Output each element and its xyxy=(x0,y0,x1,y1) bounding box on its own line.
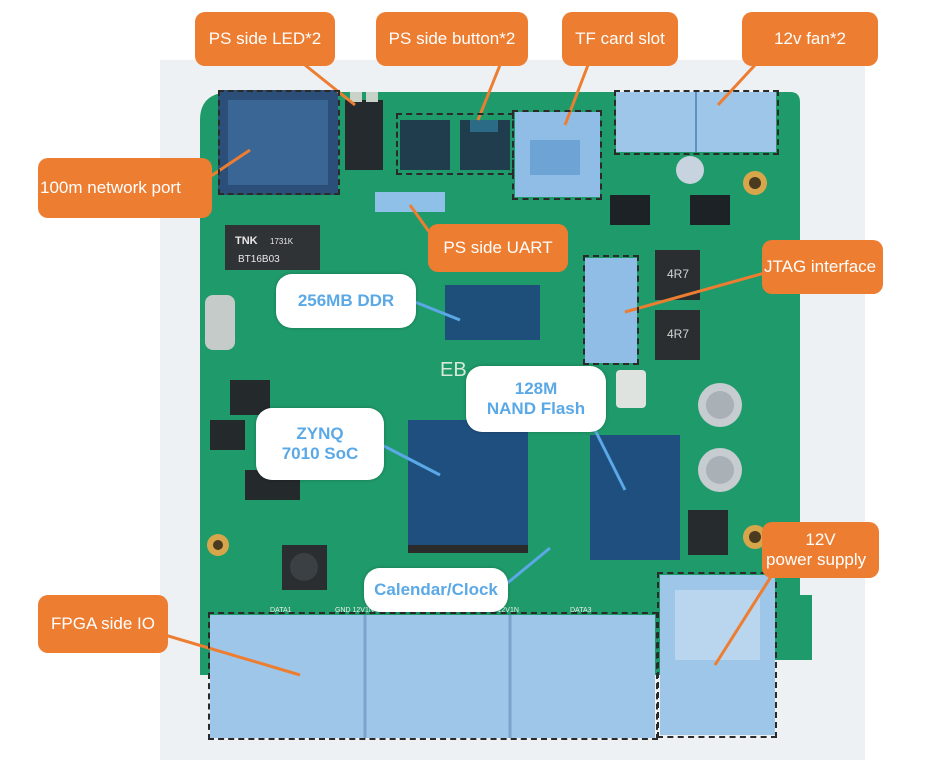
callout-label: PS side UART xyxy=(443,238,553,257)
dashbox-jtag xyxy=(583,255,639,365)
regulator xyxy=(610,195,650,225)
nand-flash-chip xyxy=(590,435,680,560)
header-label: GND 12V1N xyxy=(480,607,519,614)
header-label: GND 12V1N xyxy=(335,607,374,614)
callout-network: 100m network port xyxy=(38,158,212,218)
callout-nand: 128M NAND Flash xyxy=(466,366,606,432)
dashbox-tf-card xyxy=(512,110,602,200)
regulator xyxy=(690,195,730,225)
callout-label-line2: power supply xyxy=(766,550,867,569)
pointer-lines xyxy=(164,63,774,677)
callout-label-line2: NAND Flash xyxy=(486,399,586,418)
dashbox-power xyxy=(657,572,777,738)
inductor-label: 4R7 xyxy=(667,267,689,281)
callout-uart: PS side UART xyxy=(428,224,568,272)
callout-label: JTAG interface xyxy=(764,257,877,276)
fpga-io-headers xyxy=(210,615,655,738)
callout-power: 12V power supply xyxy=(762,522,879,578)
header-label: DATA3 xyxy=(570,607,592,614)
dashbox-ethernet xyxy=(218,90,340,195)
uart-header xyxy=(375,192,445,212)
transformer xyxy=(225,225,320,270)
callout-label: Calendar/Clock xyxy=(374,580,498,599)
small-ic xyxy=(210,420,245,450)
transformer-part: BT16B03 xyxy=(238,254,280,265)
transformer-code: 1731K xyxy=(270,237,294,246)
callout-label: PS side button*2 xyxy=(388,29,516,48)
header-label: DATA1 xyxy=(270,607,292,614)
callout-jtag: JTAG interface xyxy=(762,240,883,294)
callout-label-line2: 7010 SoC xyxy=(281,444,359,463)
crystal xyxy=(205,295,235,350)
dashbox-fpga-io xyxy=(208,612,658,740)
callout-label: TF card slot xyxy=(575,29,665,48)
callout-label: PS side LED*2 xyxy=(208,29,322,48)
inductor xyxy=(655,310,700,360)
ddr-chip xyxy=(445,285,540,340)
callout-soc: ZYNQ 7010 SoC xyxy=(256,408,384,480)
push-button xyxy=(400,120,450,170)
transformer-brand: TNK xyxy=(235,235,258,247)
callout-ps-led: PS side LED*2 xyxy=(195,12,335,66)
inductor xyxy=(688,510,728,555)
callout-ps-button: PS side button*2 xyxy=(376,12,528,66)
callout-label-line1: ZYNQ xyxy=(296,424,344,443)
led-block xyxy=(345,100,383,170)
callout-tf-card: TF card slot xyxy=(562,12,678,66)
callout-fpga-io: FPGA side IO xyxy=(38,595,168,653)
callout-clock: Calendar/Clock xyxy=(364,568,508,612)
callout-label: FPGA side IO xyxy=(51,614,155,633)
rtc-crystal xyxy=(616,370,646,408)
pointer-lines-blue xyxy=(381,298,627,587)
callout-label-line1: 128M xyxy=(514,379,558,398)
callout-label: 256MB DDR xyxy=(297,291,395,310)
dashbox-buttons xyxy=(396,113,514,175)
callout-fan: 12v fan*2 xyxy=(742,12,878,66)
board-mark: EB xyxy=(440,359,467,381)
inductor-label: 4R7 xyxy=(667,327,689,341)
callout-ddr: 256MB DDR xyxy=(276,274,416,328)
zynq-soc-chip xyxy=(408,420,528,545)
callout-label-line1: 12V xyxy=(805,530,836,549)
dashbox-fan xyxy=(614,90,779,155)
callout-label: 100m network port xyxy=(40,178,181,197)
callout-label: 12v fan*2 xyxy=(774,29,846,48)
